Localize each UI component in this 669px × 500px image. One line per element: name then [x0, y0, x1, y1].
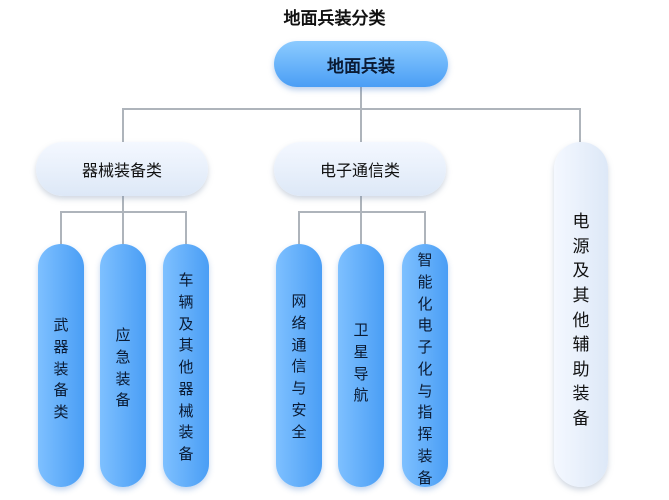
drop-cat-2: [360, 108, 362, 142]
cat2-bus: [298, 211, 426, 213]
root-stem: [360, 87, 362, 109]
leaf-network-label: 网络通信与安全: [291, 292, 307, 441]
cat2-drop-3: [424, 211, 426, 244]
leaf-satellite-label: 卫星导航: [353, 321, 369, 405]
drop-cat-3: [579, 108, 581, 142]
drop-cat-1: [122, 108, 124, 142]
cat2-stem: [360, 196, 362, 212]
leaf-network: 网络通信与安全: [276, 244, 322, 487]
leaf-vehicles-label: 车辆及其他器械装备: [178, 271, 194, 463]
cat2-drop-2: [360, 211, 362, 244]
leaf-vehicles: 车辆及其他器械装备: [163, 244, 209, 487]
cat1-drop-1: [60, 211, 62, 244]
leaf-emergency: 应急装备: [100, 244, 146, 487]
leaf-weapons-label: 武器装备类: [53, 316, 69, 421]
category-mechanical: 器械装备类: [36, 142, 208, 196]
leaf-weapons: 武器装备类: [38, 244, 84, 487]
root-node: 地面兵装: [274, 41, 448, 87]
cat2-drop-1: [298, 211, 300, 244]
top-bus: [122, 108, 581, 110]
leaf-intelligent: 智能化电子化与指挥装备: [402, 244, 448, 487]
cat1-stem: [122, 196, 124, 212]
category-electronic: 电子通信类: [274, 142, 446, 196]
category-power-aux-label: 电源及其他辅助装备: [572, 212, 590, 430]
leaf-emergency-label: 应急装备: [115, 326, 131, 410]
cat1-drop-2: [122, 211, 124, 244]
diagram-title: 地面兵装分类: [283, 9, 386, 29]
cat1-drop-3: [185, 211, 187, 244]
leaf-satellite: 卫星导航: [338, 244, 384, 487]
category-power-aux: 电源及其他辅助装备: [554, 142, 608, 487]
leaf-intelligent-label: 智能化电子化与指挥装备: [417, 251, 433, 487]
